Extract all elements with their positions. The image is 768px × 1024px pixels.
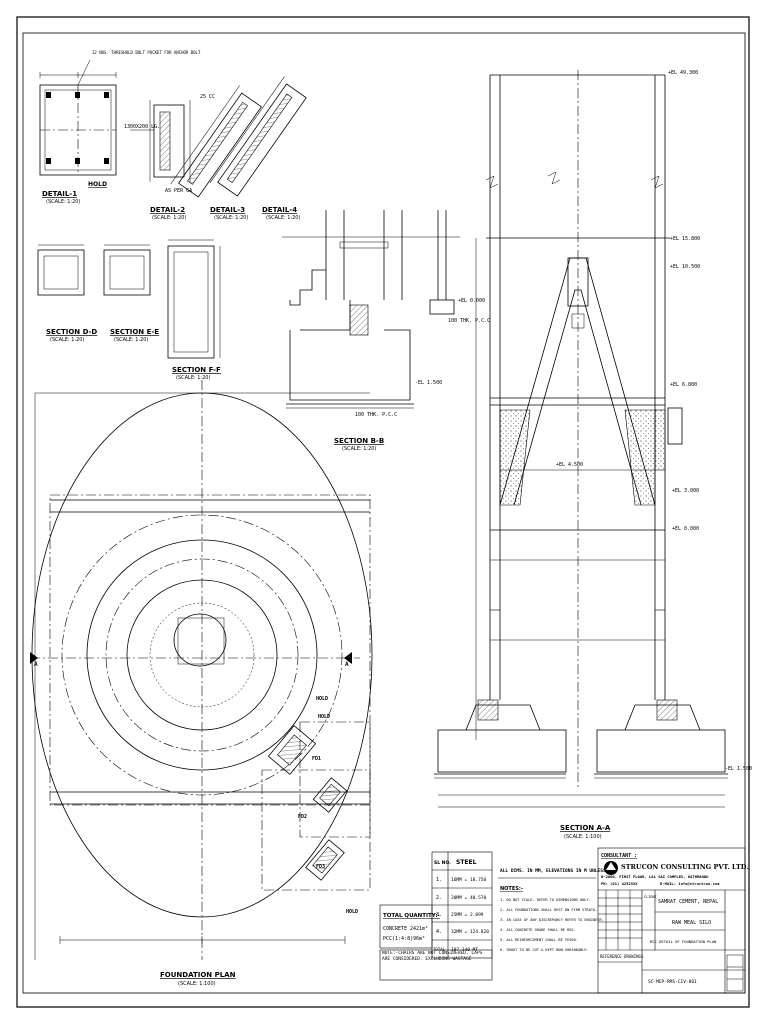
client-label: CLIENT [644,895,658,899]
section-b-note-2: 100 THK. P.C.C [355,412,397,418]
note-1: 1. DO NOT SCALE. REFER TO DIMENSIONS ONL… [500,898,591,902]
detail-3: 25 CC DETAIL-3 (SCALE: 1:20) [170,85,262,221]
quantity-note: NOTE:-CHAIRS ARE NOT CONSIDERED. LAPS AR… [382,951,483,962]
foundation-plan-title: FOUNDATION PLAN [160,971,236,979]
reference-label: REFERENCE DRAWINGS [600,954,644,959]
steel-row-3-val: 25MM = 2.099 [451,912,484,918]
level-mid1: +EL 15.800 [670,236,700,242]
detail-3-scale: (SCALE: 1:20) [214,215,248,221]
level-bottom: -EL 1.500 [725,766,752,772]
steel-row-2-val: 20MM = 40.570 [451,895,487,901]
steel-total-label: TOTAL [433,947,446,952]
detail-2-note: 1300X200 LG. [124,124,160,130]
steel-row-1-no: 1. [436,877,442,883]
note-6: 6. GROUT TO BE CUT & KEPT NON SHRINKABLE… [500,948,589,952]
section-e: SECTION E-E (SCALE: 1:20) [103,244,159,343]
plan-fd2: FD2 [298,814,307,820]
level-top: +EL 49.300 [668,70,698,76]
detail-1-title: DETAIL-1 [42,190,77,198]
company-address: B-2000, FIRST FLOOR, LAL SAI COMPLEX, KA… [601,874,709,879]
detail-2: 1300X200 LG. AS PER GA DETAIL-2 (SCALE: … [124,100,192,221]
outer-border [16,16,750,1008]
section-b-level-2: -EL 1.500 [415,380,442,386]
section-f: SECTION F-F (SCALE: 1:20) [167,239,221,381]
revision-grid [598,890,642,950]
notes-heading: ALL DIMS. IN MM, ELEVATIONS IN M UNLESS [500,868,606,874]
quantity-pcc-value: 96m³ [413,936,425,942]
detail-2-scale: (SCALE: 1:20) [152,215,186,221]
detail-2-dim: AS PER GA [165,188,192,194]
detail-4-scale: (SCALE: 1:20) [266,215,300,221]
total-quantity-box: TOTAL QUANTITY:- CONCRETE 2421m³ PCC(1:4… [379,904,493,981]
note-4: 4. ALL CONCRETE GRADE SHALL BE M25. [500,928,576,932]
quantity-concrete-value: 2421m³ [410,926,428,932]
level-mid4: +EL 4.500 [556,462,583,468]
notes-title: NOTES:- [500,886,523,892]
section-e-title: SECTION E-E [110,328,159,336]
section-f-title: SECTION F-F [172,366,221,374]
client-name: SAMRAT CEMENT, NEPAL [658,899,718,905]
note-3: 3. IN CASE OF ANY DISCREPANCY REFER TO E… [500,918,604,922]
section-d: SECTION D-D (SCALE: 1:20) [37,244,97,343]
steel-row-2-no: 2. [436,895,442,901]
steel-table: SL NO. STEEL 1. 16MM = 18.750 2. 20MM = … [431,851,493,959]
plan-hold-3: HOLD [346,909,358,915]
steel-header-steel: STEEL [456,859,477,866]
inner-border [22,32,746,994]
steel-header-slno: SL NO. [434,860,451,866]
section-b: +EL 0.000 -EL 1.500 100 THK. P.C.C 100 T… [282,210,490,452]
foundation-plan-scale: (SCALE: 1:100) [178,981,216,987]
section-b-title: SECTION B-B [334,437,384,445]
plan-hold-1: HOLD [318,714,330,720]
note-2: 2. ALL FOUNDATIONS SHALL REST ON FIRM ST… [500,908,597,912]
steel-row-3-no: 3. [436,912,442,918]
steel-row-4-no: 4. [436,929,442,935]
notes-block: ALL DIMS. IN MM, ELEVATIONS IN M UNLESS … [498,868,606,952]
section-b-level-1: +EL 0.000 [458,298,485,304]
section-f-scale: (SCALE: 1:20) [176,375,210,381]
company-phone: PH: (01) 4252XXX [601,881,638,886]
level-ground: +EL 0.000 [672,526,699,532]
quantity-pcc-label: PCC(1:4:8) [383,936,413,942]
section-a-scale: (SCALE: 1:100) [564,834,602,840]
section-b-scale: (SCALE: 1:20) [342,446,376,452]
plan-hold-2: HOLD [316,696,328,702]
section-b-note-1: 100 THK. P.C.C [448,318,490,324]
detail-2-title: DETAIL-2 [150,206,185,214]
level-mid5: +EL 3.000 [672,488,699,494]
steel-row-1-val: 16MM = 18.750 [451,877,487,883]
drawing-number: SC-MEP-RMS-CIV-001 [648,979,697,985]
title-block: CONSULTANT : STRUCON CONSULTING PVT. LTD… [597,847,748,994]
quantity-concrete-label: CONCRETE [383,926,407,932]
level-mid3: +EL 6.800 [670,382,697,388]
section-e-scale: (SCALE: 1:20) [114,337,148,343]
quantity-title: TOTAL QUANTITY:- [383,913,440,919]
detail-4-title: DETAIL-4 [262,206,297,214]
note-5: 5. ALL REINFORCEMENT SHALL BE FE500. [500,938,578,942]
detail-3-note: 25 CC [200,94,215,100]
plan-section-mark-left: A [34,661,38,668]
detail-3-title: DETAIL-3 [210,206,245,214]
detail-4: DETAIL-4 (SCALE: 1:20) [209,76,307,221]
company-name: STRUCON CONSULTING PVT. LTD. [621,863,748,871]
foundation-plan: A A HOLD HOLD HOLD FD1 FD2 FD3 FOUNDATIO… [30,380,373,987]
section-d-title: SECTION D-D [46,328,97,336]
detail-1-note: 12 NOS. THRESHOLD BOLT POCKET FOR ANCHOR… [92,50,201,55]
detail-1-scale: (SCALE: 1:20) [46,199,80,205]
plan-fd1: FD1 [312,756,321,762]
plan-fd3: FD3 [316,864,325,870]
detail-1: 12 NOS. THRESHOLD BOLT POCKET FOR ANCHOR… [39,50,201,205]
project-name: RAW MEAL SILO [672,920,711,926]
level-mid2: +EL 10.500 [670,264,700,270]
drawing-title: RCC DETAIL OF FOUNDATION PLAN [650,939,717,944]
section-a-title: SECTION A-A [560,824,611,832]
steel-row-4-val: 32MM = 124.820 [451,929,489,935]
section-d-scale: (SCALE: 1:20) [50,337,84,343]
detail-1-title-text: HOLD [88,181,107,188]
consultant-label: CONSULTANT : [601,853,637,859]
plan-section-mark-right: A [345,661,349,668]
company-email: E-MAIL: info@structcon.com [660,881,720,886]
section-a: +EL 49.300 +EL 15.800 +EL 10.500 +EL 6.8… [434,70,752,840]
